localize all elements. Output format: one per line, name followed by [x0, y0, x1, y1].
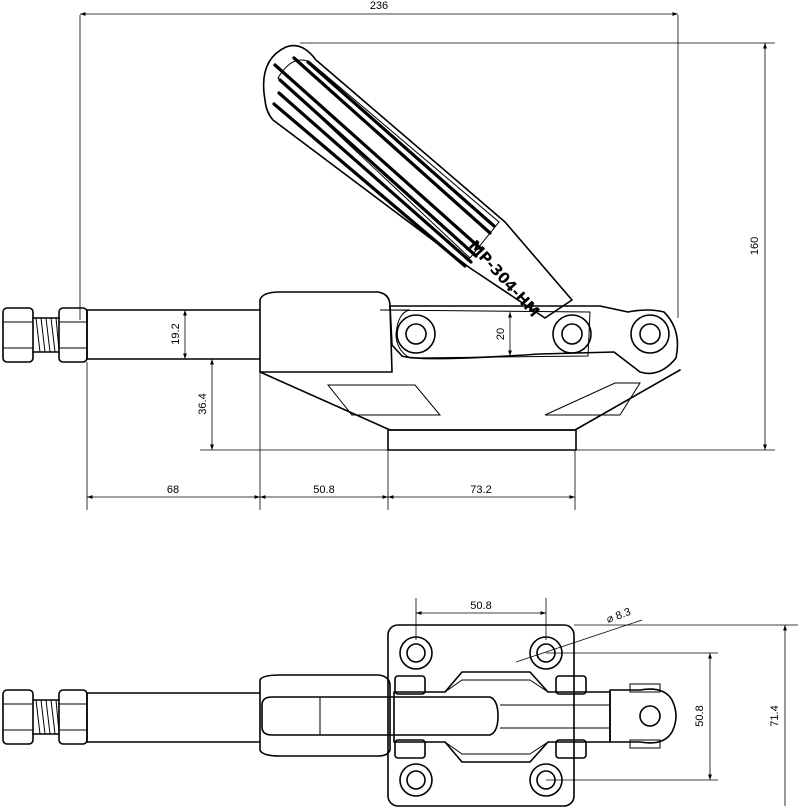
plunger-rod-top: [86, 692, 261, 743]
threaded-stud: [2, 307, 88, 363]
dim-overall-height: 160: [749, 237, 761, 255]
handle: MP-304-HM: [262, 44, 573, 321]
mounting-holes: [399, 636, 563, 797]
dim-hole-spacing-x: 50.8: [470, 600, 491, 612]
hex-nut-icon: [58, 307, 88, 363]
top-view: 50.8 ⌀ 8.3 50.8 71.4: [2, 598, 798, 807]
dim-overall-width: 236: [370, 0, 388, 12]
dim-hole-spacing-y: 50.8: [694, 705, 706, 726]
dim-rod-length: 68: [167, 484, 179, 496]
dim-body-length: 50.8: [313, 484, 334, 496]
clamp-body: [259, 291, 681, 451]
hex-nut-icon: [58, 689, 88, 745]
top-dimensions: 50.8 ⌀ 8.3 50.8 71.4: [415, 598, 798, 806]
dim-hole-diameter: ⌀ 8.3: [605, 606, 633, 626]
dim-link-height: 20: [495, 328, 507, 340]
hex-nut-icon: [2, 689, 34, 745]
model-marking: MP-304-HM: [465, 237, 543, 321]
dim-rod-diameter: 19.2: [170, 323, 182, 344]
dim-base-length: 73.2: [470, 484, 491, 496]
dim-rod-axis-height: 36.4: [197, 393, 209, 414]
base-plate: [387, 624, 575, 807]
body-top: [259, 671, 677, 763]
hex-nut-icon: [2, 307, 34, 363]
side-view: MP-304-HM: [2, 0, 775, 510]
threaded-stud-top: [2, 689, 88, 745]
dim-base-width: 71.4: [769, 705, 781, 726]
side-dimensions: 236 160 19.2 20 36.4 68 50.8 73.2: [79, 0, 775, 510]
